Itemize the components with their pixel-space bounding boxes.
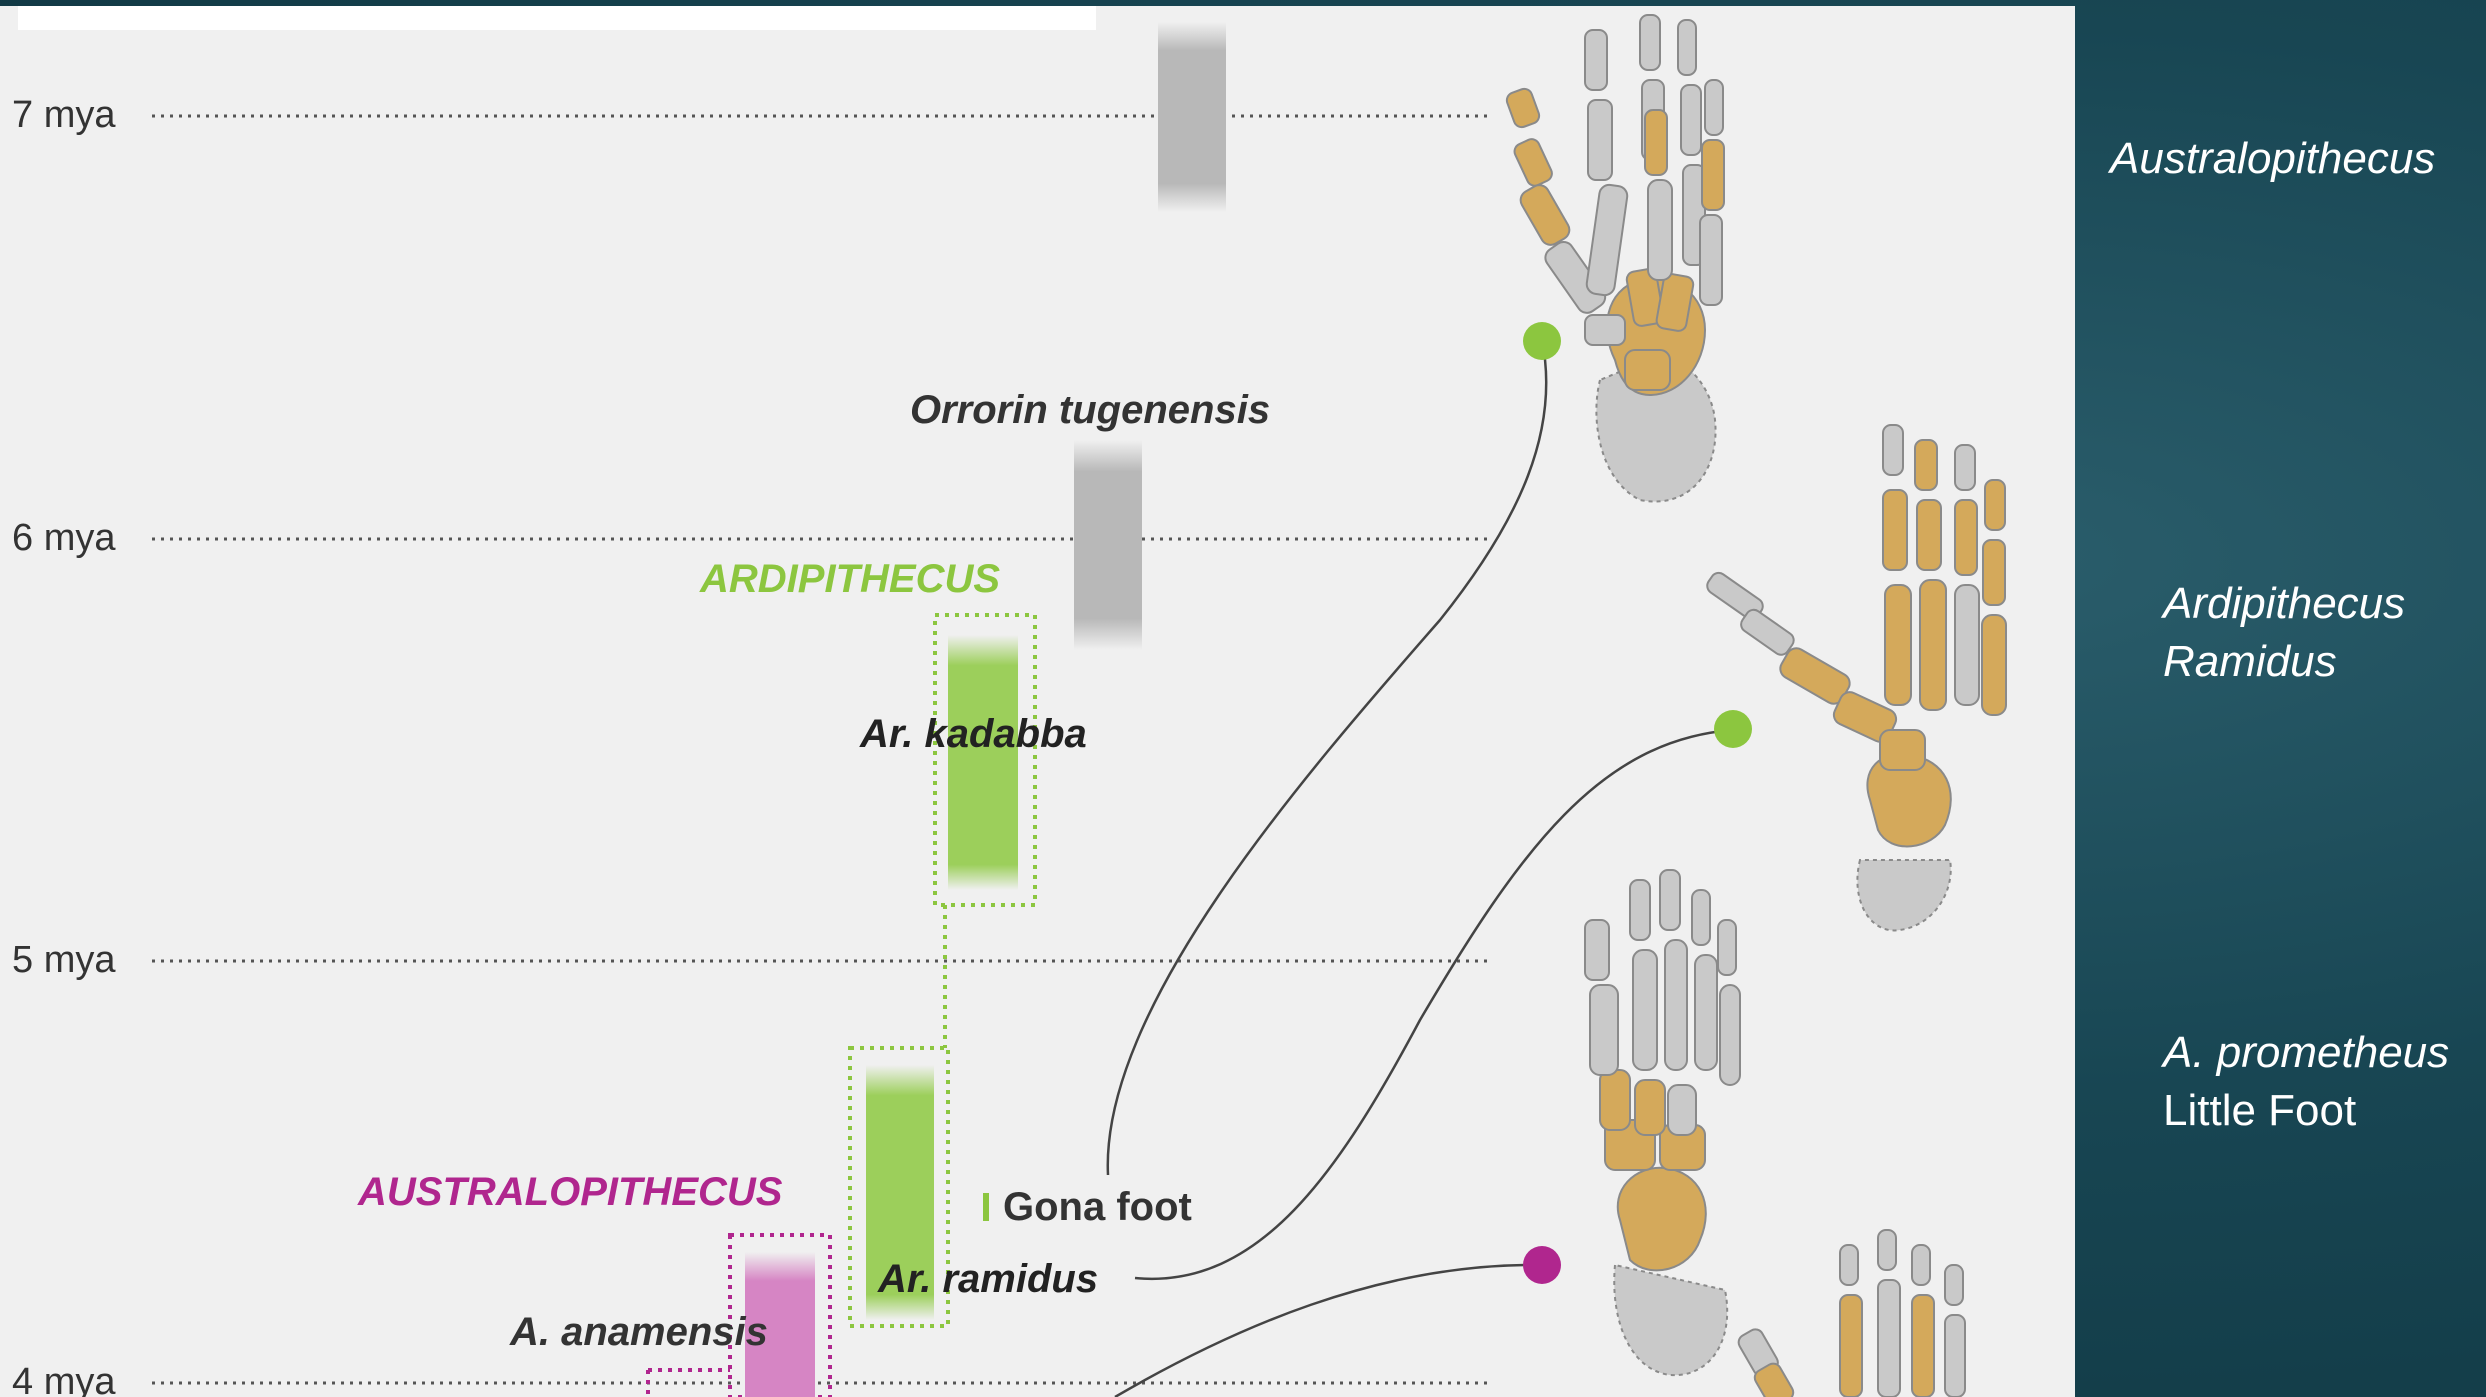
genus-label-australopithecus: AUSTRALOPITHECUS bbox=[357, 1170, 783, 1214]
species-label-gona-foot: Gona foot bbox=[1003, 1185, 1192, 1229]
hominin-timeline-figure: 7 mya 6 mya 5 mya 4 mya ARDIPITHECUS AUS… bbox=[0, 0, 2075, 1397]
species-label-kadabba: Ar. kadabba bbox=[859, 712, 1087, 756]
side-label-little-foot: A. prometheus Little Foot bbox=[2163, 1024, 2449, 1140]
range-bar-sahelanthropus bbox=[1158, 22, 1226, 212]
tick-label-6mya: 6 mya bbox=[12, 517, 116, 559]
dot-ardipithecus-foot bbox=[1714, 710, 1752, 748]
species-label-ramidus: Ar. ramidus bbox=[877, 1257, 1098, 1301]
side-label-australopithecus-text: Australopithecus bbox=[2110, 130, 2435, 188]
range-bar-orrorin bbox=[1074, 440, 1142, 650]
range-bar-kadabba bbox=[948, 635, 1018, 890]
tick-label-7mya: 7 mya bbox=[12, 94, 116, 136]
side-label-australopithecus: Australopithecus bbox=[2110, 130, 2435, 188]
top-white-bar bbox=[18, 6, 1096, 30]
side-label-ardipithecus-line2: Ramidus bbox=[2163, 633, 2405, 691]
side-label-prometheus-line2: Little Foot bbox=[2163, 1082, 2449, 1140]
gona-foot-marker bbox=[983, 1193, 989, 1221]
species-label-anamensis: A. anamensis bbox=[509, 1310, 768, 1354]
side-label-prometheus-line1: A. prometheus bbox=[2163, 1024, 2449, 1082]
dot-australopithecus-foot bbox=[1523, 322, 1561, 360]
dot-little-foot bbox=[1523, 1246, 1561, 1284]
genus-label-ardipithecus: ARDIPITHECUS bbox=[699, 557, 1000, 601]
side-label-ardipithecus-ramidus: Ardipithecus Ramidus bbox=[2163, 575, 2405, 691]
tick-label-5mya: 5 mya bbox=[12, 939, 116, 981]
side-label-ardipithecus-line1: Ardipithecus bbox=[2163, 575, 2405, 633]
tick-label-4mya: 4 mya bbox=[12, 1361, 116, 1397]
species-label-orrorin: Orrorin tugenensis bbox=[910, 388, 1270, 432]
